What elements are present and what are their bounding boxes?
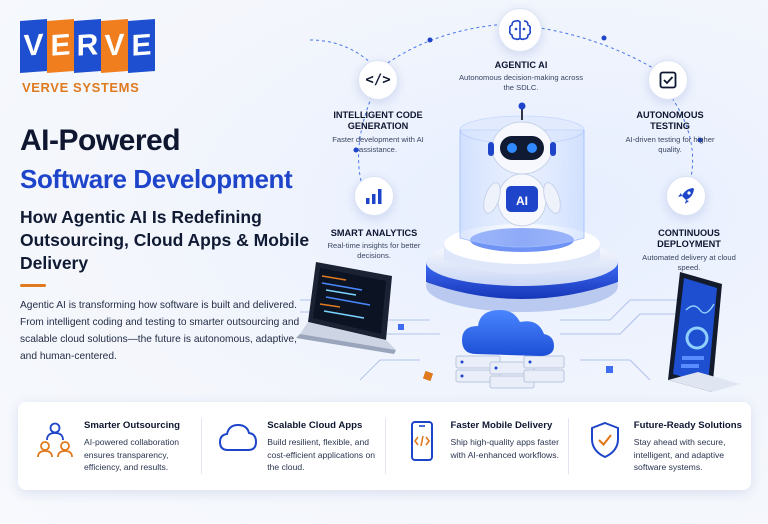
robot-ai-badge: AI <box>516 194 528 208</box>
diagram-artwork <box>296 23 740 392</box>
headline-line2: Software Development <box>20 164 293 194</box>
feature-title: Future-Ready Solutions <box>633 420 742 431</box>
node-description: Automated delivery at cloud speed. <box>642 253 736 272</box>
feature-text: Build resilient, flexible, and cost-effi… <box>267 437 376 472</box>
brand-logo: V E R V E VERVE SYSTEMS <box>20 19 156 95</box>
mobile-code-icon <box>399 414 445 466</box>
cloud-server-illustration <box>398 310 613 389</box>
feature-cards: Smarter Outsourcing AI-powered collabora… <box>18 402 751 490</box>
node-title: AUTONOMOUS TESTING <box>636 110 704 131</box>
cloud-icon <box>215 414 261 466</box>
team-icon <box>32 414 78 466</box>
node-description: Faster development with AI assistance. <box>332 135 424 154</box>
node-description: Autonomous decision-making across the SD… <box>458 73 584 92</box>
shield-check-icon <box>582 414 628 466</box>
checkbox-icon <box>648 60 688 100</box>
accent-divider <box>20 284 46 287</box>
feature-card: Smarter Outsourcing AI-powered collabora… <box>18 402 201 490</box>
orbit-arc <box>671 97 694 183</box>
orbit-arc <box>358 95 373 193</box>
brain-icon <box>498 8 542 52</box>
feature-title: Smarter Outsourcing <box>84 420 180 431</box>
node-description: AI-driven testing for higher quality. <box>625 135 715 154</box>
node-description: Real-time insights for better decisions. <box>327 241 421 260</box>
robot-illustration <box>483 102 561 227</box>
feature-card: Future-Ready Solutions Stay ahead with s… <box>567 402 751 490</box>
rocket-icon <box>666 176 706 216</box>
phone-illustration <box>668 272 740 392</box>
bar-chart-icon <box>354 176 394 216</box>
intro-paragraph: Agentic AI is transforming how software … <box>20 300 300 362</box>
feature-text: Ship high-quality apps faster with AI-en… <box>450 437 559 460</box>
feature-card: Faster Mobile Delivery Ship high-quality… <box>384 402 568 490</box>
node-title: SMART ANALYTICS <box>330 228 418 238</box>
headline-line1: AI-Powered <box>20 124 181 157</box>
laptop-illustration <box>296 262 396 354</box>
node-title: INTELLIGENT CODE GENERATION <box>333 110 423 131</box>
feature-title: Scalable Cloud Apps <box>267 420 363 431</box>
feature-title: Faster Mobile Delivery <box>450 420 553 431</box>
node-title: CONTINUOUS DEPLOYMENT <box>657 228 721 249</box>
headline-subtitle: How Agentic AI Is Redefining Outsourcing… <box>20 207 310 273</box>
feature-text: AI-powered collaboration ensures transpa… <box>84 437 180 472</box>
feature-text: Stay ahead with secure, intelligent, and… <box>633 437 726 472</box>
brand-name: VERVE SYSTEMS <box>22 80 140 95</box>
code-icon: </> <box>358 60 398 100</box>
node-title: AGENTIC AI <box>494 60 548 70</box>
feature-card: Scalable Cloud Apps Build resilient, fle… <box>201 402 384 490</box>
